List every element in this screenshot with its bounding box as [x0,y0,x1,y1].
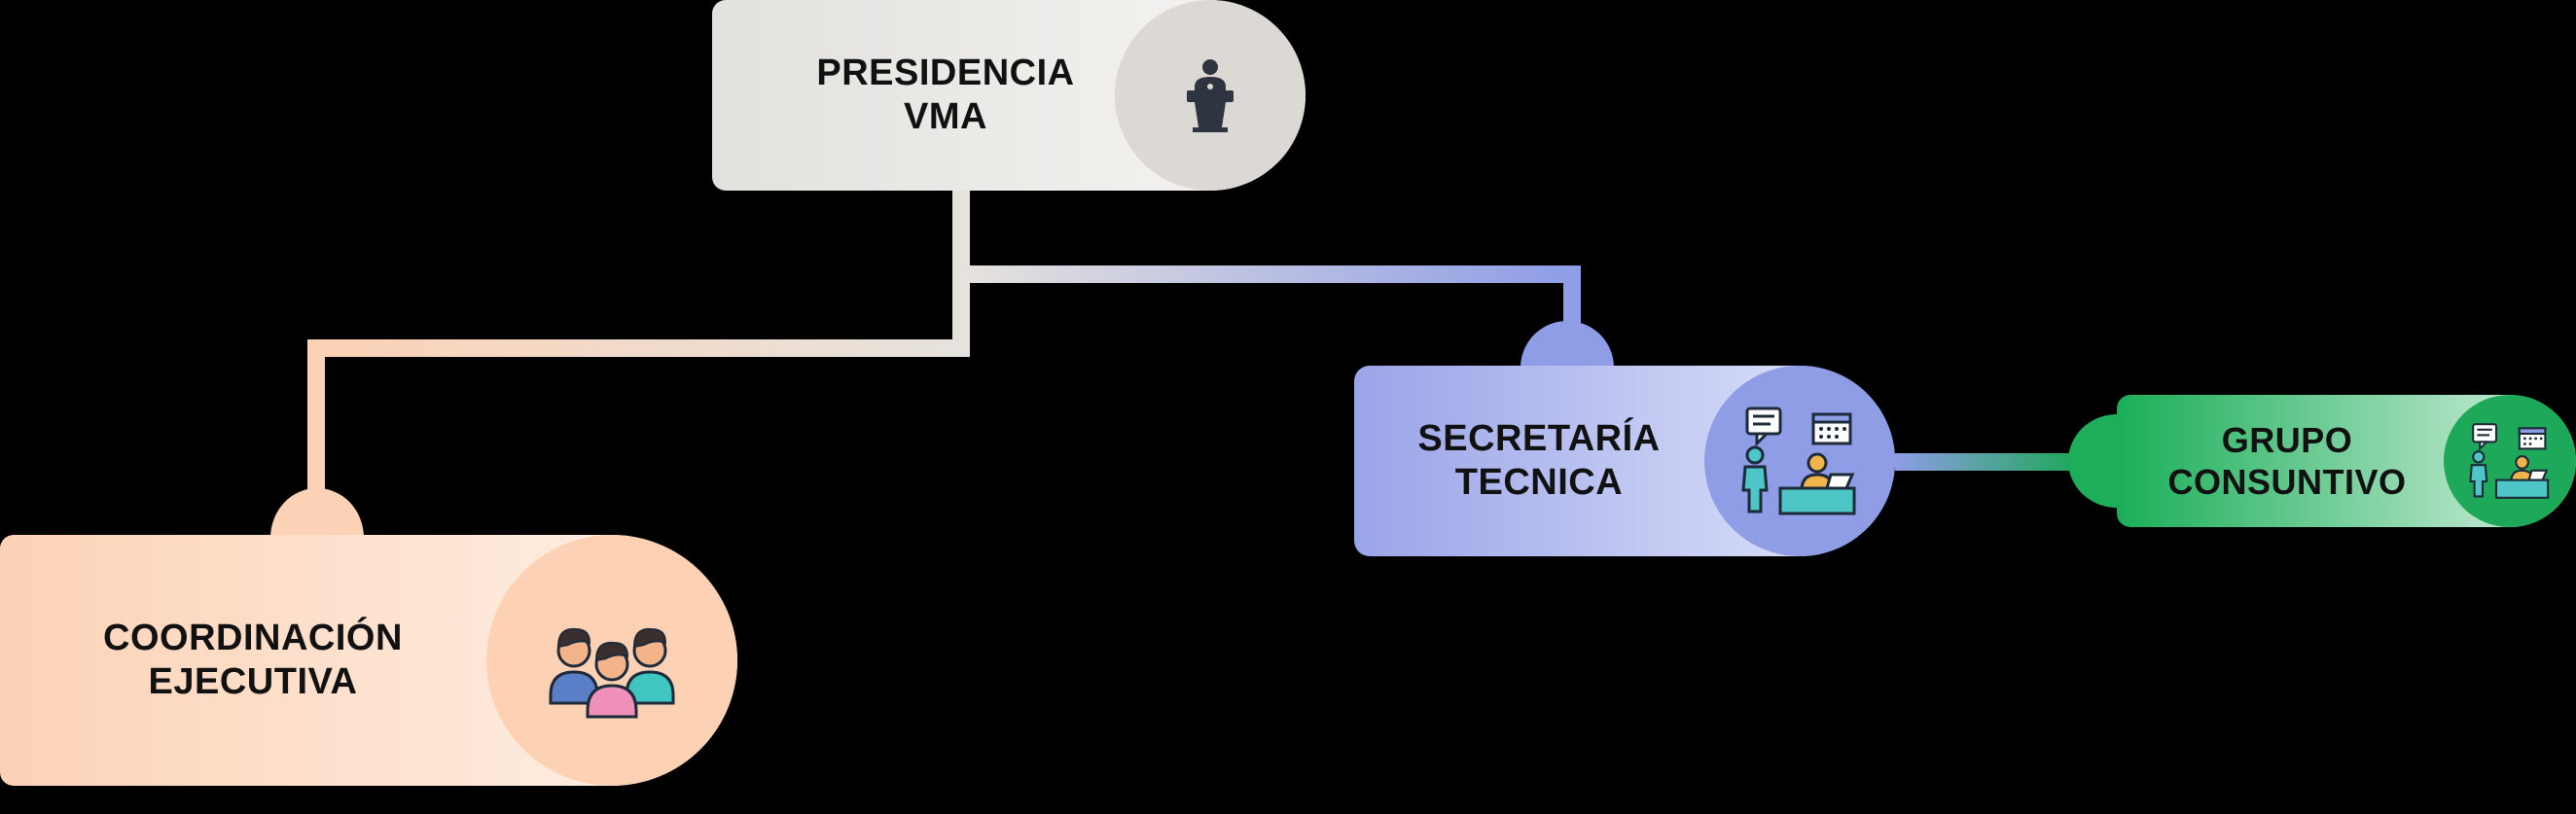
node-grupo: GRUPO CONSUNTIVO [2117,395,2576,527]
node-secretaria-line1: SECRETARÍA [1417,417,1661,459]
connector-bump-secretaria [1521,321,1614,368]
node-grupo-line2: CONSUNTIVO [2167,462,2407,503]
node-presidencia: PRESIDENCIA VMA [712,0,1306,191]
podium-speaker-icon [1115,0,1306,191]
node-presidencia-line1: PRESIDENCIA [816,52,1075,93]
node-presidencia-line2: VMA [904,96,987,138]
connector-bump-grupo [2068,414,2117,508]
office-meeting-icon [1704,366,1895,556]
node-secretaria: SECRETARÍA TECNICA [1354,366,1895,556]
node-coordinacion-line2: EJECUTIVA [148,661,358,703]
node-secretaria-line2: TECNICA [1454,462,1624,504]
node-grupo-label: GRUPO CONSUNTIVO [2127,419,2448,503]
node-coordinacion-label: COORDINACIÓN EJECUTIVA [58,617,447,705]
edge-presidencia-secretaria [961,265,1581,336]
connector-bump-coordinacion [270,487,364,538]
node-coordinacion: COORDINACIÓN EJECUTIVA [0,535,737,786]
edge-secretaria-grupo [1895,453,2076,471]
node-secretaria-label: SECRETARÍA TECNICA [1393,417,1685,506]
node-presidencia-label: PRESIDENCIA VMA [770,52,1121,140]
edge-presidencia-coordinacion [307,191,970,506]
node-grupo-line1: GRUPO [2221,420,2353,460]
node-coordinacion-line1: COORDINACIÓN [103,617,403,658]
office-meeting-icon [2444,395,2576,527]
team-people-icon [486,535,737,786]
